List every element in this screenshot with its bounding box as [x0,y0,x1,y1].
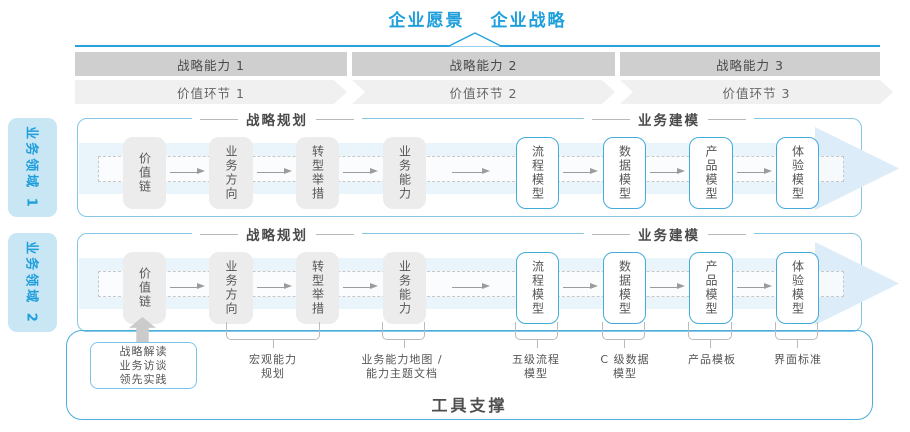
flow-arrow [563,168,598,175]
tool-support-label: 工具支撑 [431,396,508,415]
capability-bar-3: 战略能力 3 [620,52,880,76]
product-model-box: 产品模型 [689,252,733,324]
value-link-chevron-1: 价值环节 1 [75,80,347,104]
flow-arrow [563,283,598,290]
tool-support-container [66,330,873,420]
strategic-planning-header: 战略规划 [192,109,362,129]
flow-arrow [257,168,292,175]
experience-model-box: 体验模型 [776,252,819,324]
capability-bar-2: 战略能力 2 [352,52,615,76]
value-chain-box: 价值链 [123,137,166,209]
product-model-box: 产品模型 [689,137,733,209]
flow-arrow [737,283,772,290]
top-title: 企业愿景 企业战略 [75,6,880,31]
flow-arrow [452,168,490,175]
business-modeling-header: 业务建模 [584,224,754,244]
business-direction-box: 业务方向 [209,252,253,324]
annotation-product-template: 产品模板 [688,353,736,366]
business-direction-box: 业务方向 [209,137,253,209]
value-link-chevron-2: 价值环节 2 [352,80,615,104]
flow-arrow [343,168,378,175]
bracket-connector [775,322,818,348]
business-domain-label-1: 业务领域 1 [8,118,57,217]
process-model-box: 流程模型 [516,137,559,209]
business-capability-box: 业务能力 [383,137,426,209]
bracket-connector [602,322,645,348]
flow-arrow [650,168,685,175]
flow-arrow [343,283,378,290]
flow-arrow [170,168,205,175]
annotation-data-model: C 级数据 模型 [600,353,650,380]
flow-arrow [170,283,205,290]
bracket-connector [515,322,558,348]
data-model-box: 数据模型 [603,137,646,209]
annotation-macro-capability: 宏观能力 规划 [249,353,297,380]
domain-panel-1: 战略规划 业务建模 价值链 业务方向 转型举措 业务能力 流程模型 数据模型 产… [77,109,899,217]
practice-box: 战略解读 业务访谈 领先实践 [90,342,197,389]
business-capability-box: 业务能力 [383,252,426,324]
business-modeling-header: 业务建模 [584,109,754,129]
flow-arrow [257,283,292,290]
experience-model-box: 体验模型 [776,137,819,209]
flow-arrow [452,283,490,290]
annotation-process-model: 五级流程 模型 [512,353,560,380]
caret-marker [447,32,503,47]
strategic-planning-header: 战略规划 [192,224,362,244]
domain-panel-2: 战略规划 业务建模 价值链 业务方向 转型举措 业务能力 流程模型 数据模型 产… [77,224,899,332]
process-model-box: 流程模型 [516,252,559,324]
flow-arrow [650,283,685,290]
bracket-connector [688,322,732,348]
flow-arrow [737,168,772,175]
value-link-chevron-3: 价值环节 3 [620,80,893,104]
bracket-connector [382,322,425,348]
transformation-initiative-box: 转型举措 [296,252,339,324]
annotation-capability-map: 业务能力地图 / 能力主题文档 [361,353,443,380]
value-chain-box: 价值链 [123,252,166,324]
bracket-connector [226,322,320,348]
business-domain-label-2: 业务领域 2 [8,233,57,332]
enterprise-vision-title: 企业愿景 [388,11,465,31]
data-model-box: 数据模型 [603,252,646,324]
annotation-ui-standard: 界面标准 [774,353,822,366]
capability-bar-1: 战略能力 1 [75,52,347,76]
enterprise-strategy-title: 企业战略 [490,11,567,31]
transformation-initiative-box: 转型举措 [296,137,339,209]
